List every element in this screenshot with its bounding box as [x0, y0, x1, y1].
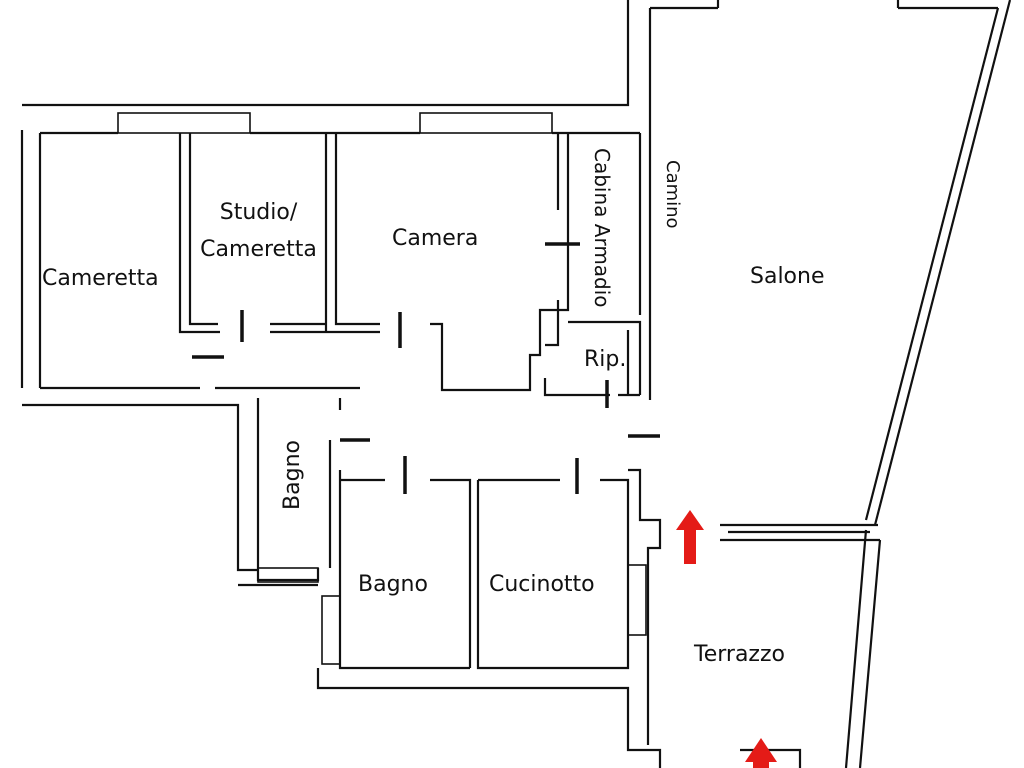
- room-label-ripostiglio: Rip.: [584, 347, 627, 372]
- room-label-cabina-armadio: Cabina Armadio: [590, 148, 614, 308]
- rip-wall: [543, 330, 640, 397]
- window-camera: [419, 112, 553, 134]
- salone-wall-top: [650, 0, 998, 10]
- room-label-bagno-small: Bagno: [280, 440, 305, 510]
- room-label-bagno: Bagno: [358, 572, 428, 597]
- room-label-terrazzo: Terrazzo: [694, 642, 785, 667]
- room-label-studio-line2: Cameretta: [200, 237, 317, 262]
- cucinotto-walls: [478, 468, 662, 745]
- terrace-window: [720, 523, 880, 542]
- window-bagno: [321, 595, 341, 665]
- terrazzo-wall-right: [844, 529, 882, 768]
- cabina-wall-right: [638, 8, 652, 400]
- left-bottom-wall: [22, 386, 360, 572]
- outer-wall-top-left: [22, 0, 630, 107]
- window-bagno-small: [257, 567, 319, 583]
- salone-wall-right-outer: [873, 0, 1012, 526]
- room-label-studio-line1: Studio/: [219, 200, 298, 225]
- bottom-outer-wall: [316, 668, 802, 768]
- studio-wall-left: [178, 133, 220, 334]
- window-cucinotto: [627, 564, 647, 636]
- room-label-salone: Salone: [750, 264, 825, 289]
- entrance-arrow-icon: [745, 738, 777, 768]
- room-label-cucinotto: Cucinotto: [489, 572, 595, 597]
- terrace-access-arrow-icon: [676, 510, 704, 564]
- room-label-camera: Camera: [392, 226, 479, 251]
- window-cameretta: [117, 112, 251, 134]
- salone-wall-right-inner: [864, 7, 1000, 521]
- bagno-walls: [338, 470, 630, 670]
- outer-wall-left: [20, 130, 42, 388]
- studio-wall-right: [270, 133, 380, 334]
- cabina-wall-left: [430, 133, 642, 395]
- room-label-cameretta: Cameretta: [42, 266, 159, 291]
- room-label-camino: Camino: [662, 160, 683, 229]
